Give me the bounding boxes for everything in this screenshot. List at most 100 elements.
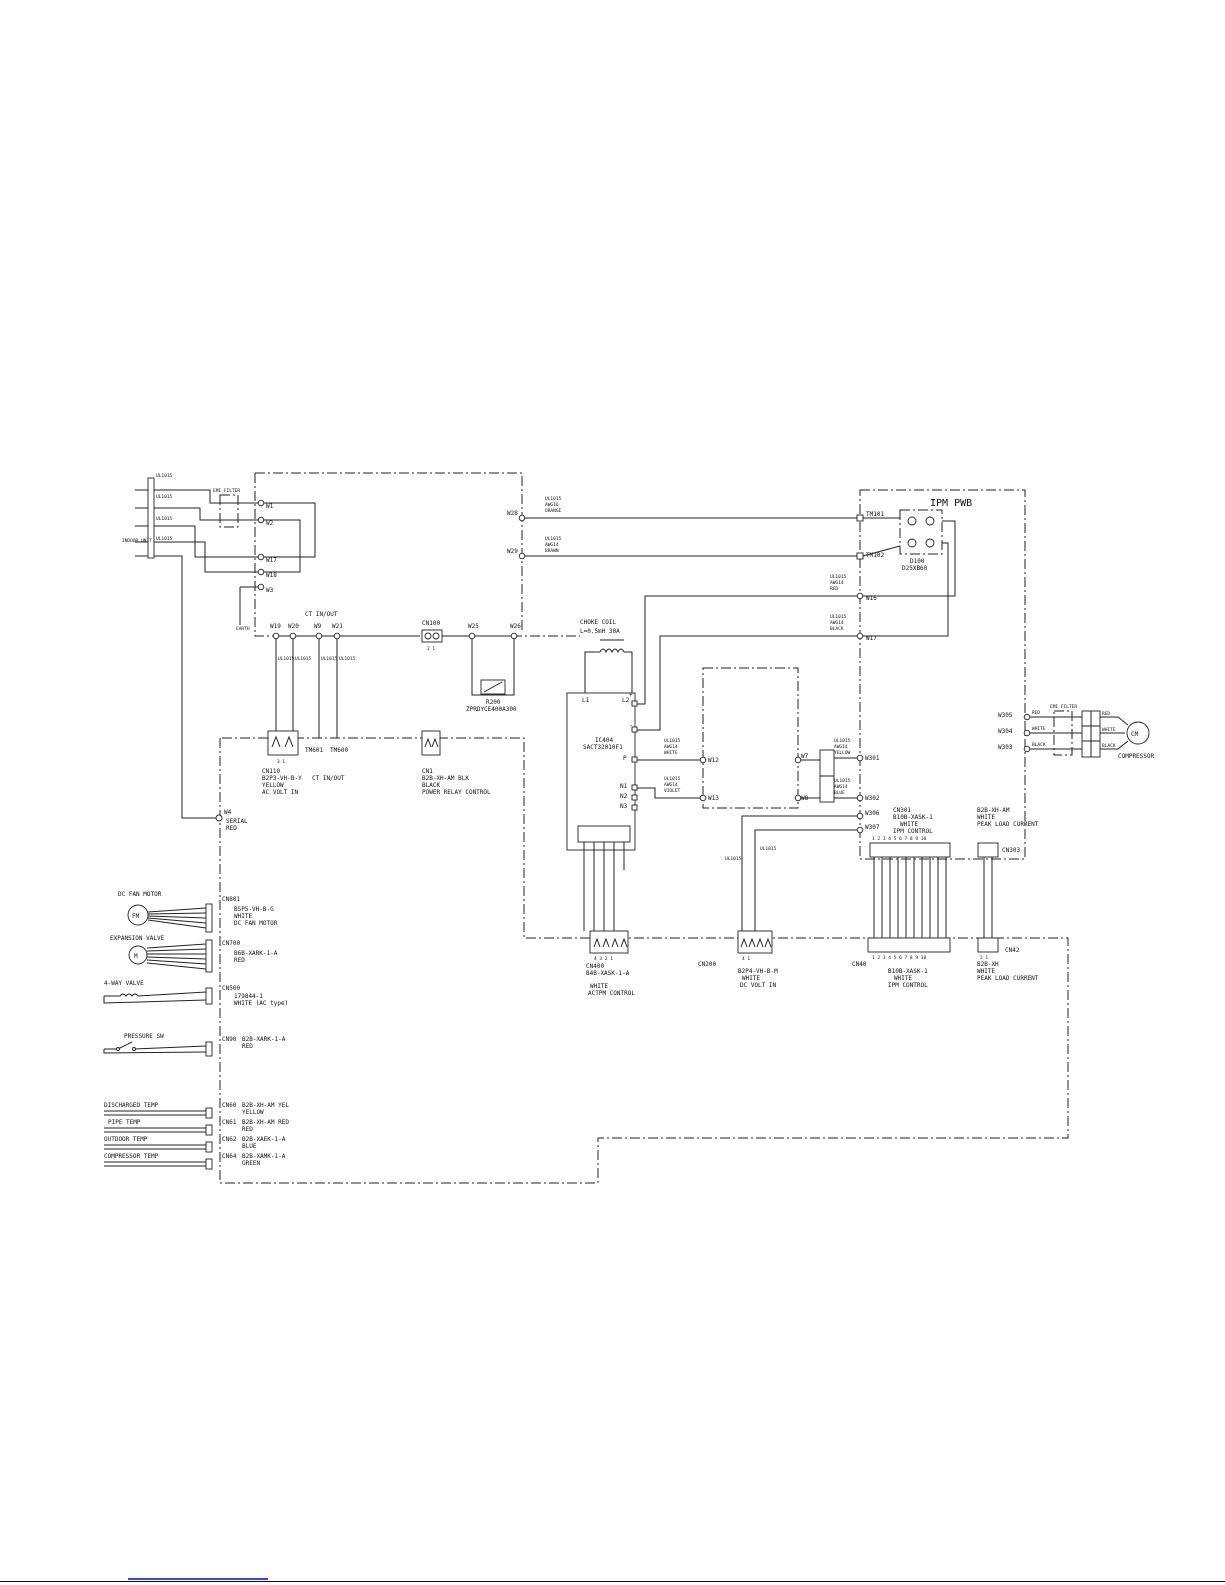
four-way-valve: 4-WAY VALVE [103,980,213,1005]
footer-rule [0,1581,1225,1582]
svg-text:B2B-XAMK-1-A: B2B-XAMK-1-A [242,1153,286,1160]
tm601-label: TM601 [305,747,323,754]
svg-text:W25: W25 [468,623,479,630]
wire-label: BLACK [1102,743,1116,749]
jumper-w29: W29 [507,548,526,560]
svg-text:2 1: 2 1 [427,646,435,652]
jumper-w307: W307 [856,824,880,834]
wire-label: AWG14 [664,744,678,750]
jumper-w9: W9 [314,623,323,640]
compressor-motor: CM COMPRESSOR [1118,721,1155,760]
wire-label: AWG14 [834,784,848,790]
svg-text:M: M [134,953,138,960]
svg-text:CN42: CN42 [1005,947,1020,954]
svg-text:W301: W301 [865,755,880,762]
wire-label: RED [830,586,838,592]
connector-cn100: CN100 2 1 [421,620,443,652]
svg-text:DISCHARGED TEMP: DISCHARGED TEMP [104,1102,159,1109]
svg-text:B2B-XARK-1-A: B2B-XARK-1-A [242,1036,286,1043]
svg-text:W28: W28 [507,510,518,517]
svg-text:CN1: CN1 [422,768,433,775]
svg-text:1 2 3 4 5 6 7 8 9 10: 1 2 3 4 5 6 7 8 9 10 [872,955,926,961]
svg-text:RED: RED [242,1126,253,1133]
svg-text:W26: W26 [510,623,521,630]
svg-text:IPM CONTROL: IPM CONTROL [888,982,928,989]
indoor-unit-label: INDOOR UNIT [122,538,152,544]
svg-text:W2: W2 [266,520,274,527]
wire-label: UL1015 [278,656,295,662]
ic404-module: IC404 SACT32010F1 L1 L2 + - P N1 N2 N3 [566,692,638,851]
sensor-compressor-temp: COMPRESSOR TEMP [104,1153,213,1170]
dc-fan-motor: DC FAN MOTOR FM [118,891,213,933]
connector-cn40: 1 2 3 4 5 6 7 8 9 10 CN40 B10B-XASK-1 WH… [852,937,951,989]
wire-label: UL1015 [664,776,681,782]
svg-text:L=0.5mH 30A: L=0.5mH 30A [580,628,620,635]
svg-text:B2B-XH-AM: B2B-XH-AM [977,807,1010,814]
svg-text:W17: W17 [266,557,277,564]
connector-cn400: 4 3 2 1 CN400 B4B-XASK-1-A WHITE ACTPM C… [586,930,635,997]
connector-cn90: CN90 B2B-XARK-1-A RED [222,1036,286,1050]
wire-label: UL1015 [321,656,338,662]
jumper-w304: W304 [998,728,1031,737]
wire-label: WHITE [1102,727,1116,733]
ic404-cn400-harness [583,842,625,931]
wire-label: YELLOW [834,750,851,756]
sensor-discharged-temp: DISCHARGED TEMP [104,1102,213,1119]
svg-text:DC VOLT IN: DC VOLT IN [740,982,777,989]
main-pwb-outline-top [255,472,523,630]
svg-text:OUTDOOR TEMP: OUTDOOR TEMP [104,1136,148,1143]
emi-filter-box-1 [219,494,239,528]
svg-text:W18: W18 [266,572,277,579]
wire-label: WHITE [1032,726,1046,732]
svg-text:W19: W19 [270,623,281,630]
svg-text:CN62: CN62 [222,1136,237,1143]
svg-text:CN60: CN60 [222,1102,237,1109]
svg-text:PRESSURE SW: PRESSURE SW [124,1033,164,1040]
wire-label: UL1015 [156,494,173,500]
jumper-w303: W303 [998,744,1031,753]
wire-label: UL1015 [339,656,356,662]
svg-text:IC404: IC404 [595,737,613,744]
svg-text:CN100: CN100 [422,620,440,627]
wire-label: UL1015 [545,496,562,502]
svg-text:B2B-XH: B2B-XH [977,961,999,968]
connector-cn110: 3 1 CN110 B2P3-VH-B-Y YELLOW AC VOLT IN [262,730,302,796]
svg-text:W7: W7 [801,753,809,760]
svg-text:B2P3-VH-B-Y: B2P3-VH-B-Y [262,775,302,782]
svg-text:P: P [623,755,627,762]
connector-cn301: 1 2 3 4 5 6 7 8 9 10 CN301 B10B-XASK-1 W… [869,807,951,858]
tm600-label: TM600 [330,747,348,754]
svg-text:FM: FM [132,913,140,920]
jumper-w19: W19 [270,623,281,640]
svg-text:YELLOW: YELLOW [242,1109,264,1116]
wire-label: UL1015 [725,856,742,862]
jumper-w13: W13 [699,794,719,802]
svg-text:B10B-XASK-1: B10B-XASK-1 [888,968,928,975]
terminal-tm102: TM102 [856,552,884,560]
jumper-w305: W305 [998,712,1031,721]
svg-text:4-WAY VALVE: 4-WAY VALVE [104,980,144,987]
svg-text:BLUE: BLUE [242,1143,257,1150]
wire-label: UL1015 [834,778,851,784]
svg-text:B2B-XAEK-1-A: B2B-XAEK-1-A [242,1136,286,1143]
jumper-w25: W25 [468,623,479,640]
svg-text:ZPRDYCE400A300: ZPRDYCE400A300 [466,706,517,713]
svg-text:B2B-XH-AM RED: B2B-XH-AM RED [242,1119,289,1126]
sensor-pipe-temp: PIPE TEMP [104,1119,213,1136]
connector-cn64: CN64 B2B-XAMK-1-A GREEN [222,1153,286,1167]
svg-text:W16: W16 [866,595,877,602]
wire-label: UL1015 [664,738,681,744]
svg-text:W302: W302 [865,795,880,802]
svg-text:B6B-XARK-1-A: B6B-XARK-1-A [234,950,278,957]
svg-text:RED: RED [234,957,245,964]
compressor-terminal-block [1081,710,1101,758]
svg-text:W9: W9 [314,623,322,630]
footer-link[interactable] [128,1578,268,1580]
svg-text:COMPRESSOR TEMP: COMPRESSOR TEMP [104,1153,159,1160]
svg-text:IPM CONTROL: IPM CONTROL [893,828,933,835]
connector-cn801: CN801 B5P5-VH-B-G WHITE DC FAN MOTOR [222,896,278,927]
wire-label: UL1015 [830,574,847,580]
svg-text:W306: W306 [865,810,880,817]
svg-text:WHITE: WHITE [977,968,995,975]
